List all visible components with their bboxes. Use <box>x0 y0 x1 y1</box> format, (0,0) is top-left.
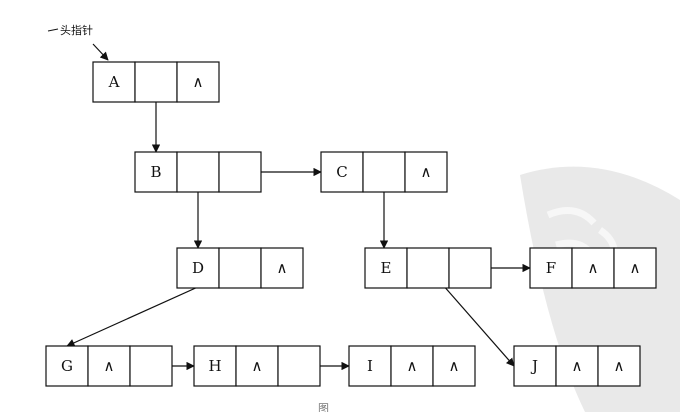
pointer-field <box>555 345 599 387</box>
node-label: F <box>546 259 556 277</box>
data-field <box>529 247 573 289</box>
null-pointer: ∧ <box>407 357 418 375</box>
null-pointer: ∧ <box>449 357 460 375</box>
node-j: J ∧ ∧ <box>513 345 641 387</box>
null-pointer: ∧ <box>193 73 204 91</box>
pointer-arrows <box>66 82 531 371</box>
node-label: A <box>108 73 120 91</box>
node-f: F ∧ ∧ <box>529 247 657 289</box>
null-pointer: ∧ <box>104 357 115 375</box>
pointer-field <box>390 345 434 387</box>
pointer-field <box>129 345 173 387</box>
node-label: H <box>208 357 221 375</box>
node-label: G <box>61 357 73 375</box>
pointer-field <box>277 345 321 387</box>
data-field <box>176 247 220 289</box>
pointer-field <box>362 151 406 193</box>
pointer-field <box>235 345 279 387</box>
pointer-field <box>571 247 615 289</box>
head-pointer-label: 头指针 <box>60 23 93 37</box>
pointer-field <box>613 247 657 289</box>
head-pointer: 头指针 <box>47 23 109 61</box>
node-label: E <box>381 259 392 277</box>
figure-caption: 图 <box>318 402 329 412</box>
node-label: C <box>336 163 347 181</box>
pointer-field <box>260 247 304 289</box>
node-e: E <box>364 247 492 289</box>
pointer-field <box>597 345 641 387</box>
null-pointer: ∧ <box>421 163 432 181</box>
null-pointer: ∧ <box>630 259 641 277</box>
node-g: G∧ <box>45 345 173 387</box>
null-pointer: ∧ <box>277 259 288 277</box>
null-pointer: ∧ <box>252 357 263 375</box>
data-field <box>134 151 178 193</box>
data-field <box>193 345 237 387</box>
null-pointer: ∧ <box>588 259 599 277</box>
pointer-field <box>134 61 178 103</box>
pointer-field <box>218 151 262 193</box>
data-field <box>92 61 136 103</box>
node-i: I ∧ ∧ <box>348 345 476 387</box>
pointer-field <box>432 345 476 387</box>
pointer-field <box>406 247 450 289</box>
pointer-field <box>404 151 448 193</box>
node-c: C∧ <box>320 151 448 193</box>
data-field <box>45 345 89 387</box>
data-field <box>364 247 408 289</box>
null-pointer: ∧ <box>614 357 625 375</box>
data-field <box>348 345 392 387</box>
pointer-field <box>218 247 262 289</box>
node-label: B <box>150 163 161 181</box>
pointer-field <box>448 247 492 289</box>
data-field <box>320 151 364 193</box>
pointer-field <box>176 151 220 193</box>
node-a: A∧ <box>92 61 220 103</box>
node-b: B <box>134 151 262 193</box>
node-label: D <box>192 259 204 277</box>
pointer-field <box>176 61 220 103</box>
node-label: J <box>530 357 538 375</box>
node-h: H∧ <box>193 345 321 387</box>
node-label: I <box>367 357 373 375</box>
null-pointer: ∧ <box>572 357 583 375</box>
node-d: D∧ <box>176 247 304 289</box>
